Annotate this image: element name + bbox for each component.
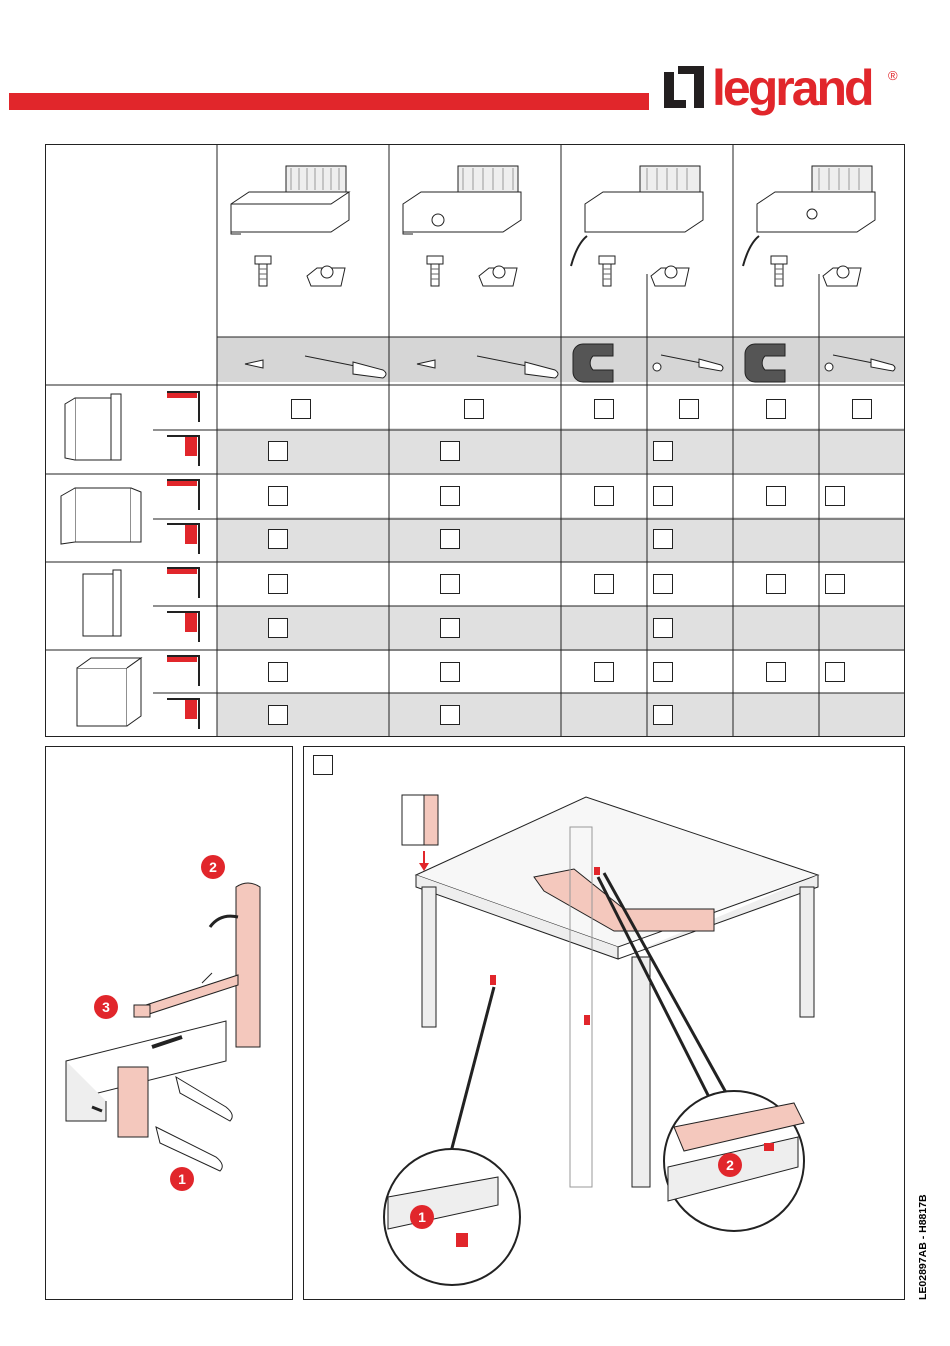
heater-cable-icon [571, 166, 703, 266]
checkbox[interactable] [653, 662, 673, 682]
mounting-panel: 2 1 [303, 746, 905, 1300]
registered-mark: ® [888, 68, 898, 83]
checkbox[interactable] [679, 399, 699, 419]
document-reference: LE02897AB - H8817B [917, 1194, 929, 1300]
checkbox[interactable] [268, 662, 288, 682]
checkbox[interactable] [440, 618, 460, 638]
checkbox[interactable] [653, 529, 673, 549]
checkbox[interactable] [766, 399, 786, 419]
red-fill-indicator [167, 392, 197, 719]
step-badge: 1 [410, 1205, 434, 1229]
checkbox[interactable] [268, 441, 288, 461]
enclosure-icon [61, 394, 141, 726]
step-badge: 2 [718, 1153, 742, 1177]
checkbox[interactable] [594, 399, 614, 419]
heater-cable-thermostat-icon [743, 166, 875, 266]
heater-plain-icon [231, 166, 349, 234]
checkbox[interactable] [268, 574, 288, 594]
checkbox[interactable] [766, 662, 786, 682]
checkbox[interactable] [766, 486, 786, 506]
step-badge: 1 [170, 1167, 194, 1191]
checkbox[interactable] [825, 574, 845, 594]
checkbox[interactable] [440, 574, 460, 594]
checkbox[interactable] [653, 441, 673, 461]
heater-assembly-illustration [46, 747, 292, 1299]
step-checkbox[interactable] [313, 755, 333, 775]
checkbox[interactable] [268, 486, 288, 506]
compatibility-matrix [45, 144, 905, 737]
checkbox[interactable] [852, 399, 872, 419]
checkbox[interactable] [440, 705, 460, 725]
checkbox[interactable] [653, 486, 673, 506]
checkbox[interactable] [653, 574, 673, 594]
checkbox[interactable] [268, 618, 288, 638]
assembly-panel: 2 3 1 [45, 746, 293, 1300]
checkbox[interactable] [825, 486, 845, 506]
enclosure-mounting-illustration [304, 747, 904, 1299]
checkbox[interactable] [464, 399, 484, 419]
checkbox[interactable] [268, 529, 288, 549]
checkbox[interactable] [440, 441, 460, 461]
checkbox[interactable] [440, 486, 460, 506]
heater-thermostat-icon [403, 166, 521, 234]
checkbox[interactable] [440, 529, 460, 549]
header-red-bar [9, 93, 649, 110]
checkbox[interactable] [594, 486, 614, 506]
step-badge: 3 [94, 995, 118, 1019]
checkbox[interactable] [291, 399, 311, 419]
checkbox[interactable] [440, 662, 460, 682]
checkbox[interactable] [825, 662, 845, 682]
checkbox[interactable] [594, 574, 614, 594]
checkbox[interactable] [653, 618, 673, 638]
checkbox[interactable] [653, 705, 673, 725]
step-badge: 2 [201, 855, 225, 879]
checkbox[interactable] [594, 662, 614, 682]
checkbox[interactable] [268, 705, 288, 725]
checkbox[interactable] [766, 574, 786, 594]
brand-wordmark: legrand [712, 58, 872, 118]
